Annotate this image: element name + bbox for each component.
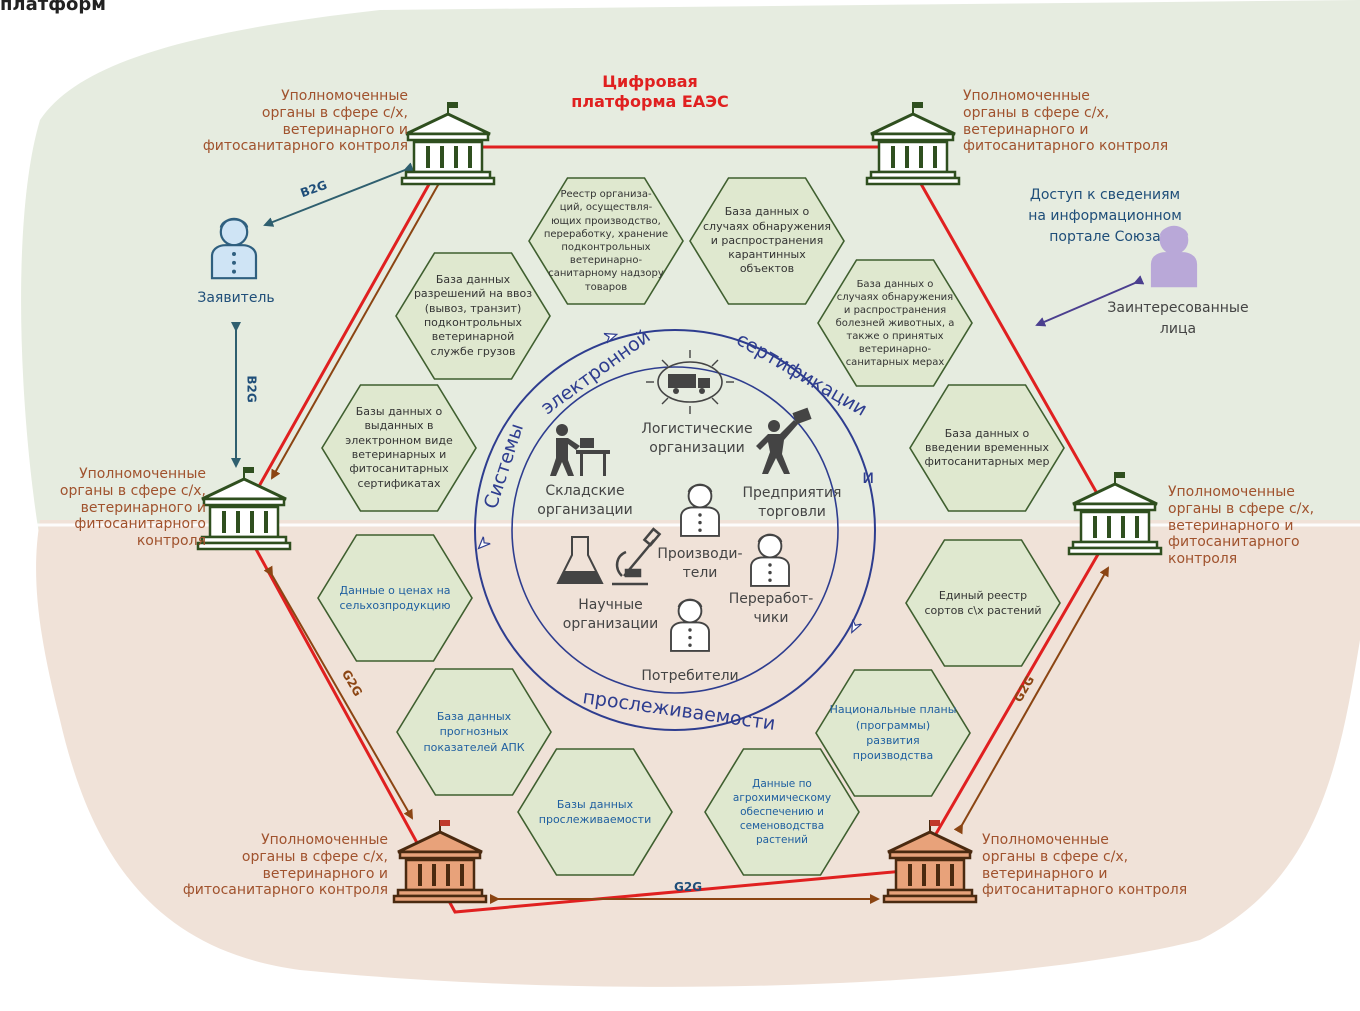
hex-text-10: Национальные планы (программы) развития … [829,703,957,763]
authority-building-icon-bottom-right [882,820,978,904]
warehouse-worker-icon [550,424,610,476]
authority-building-icon-bottom-left [392,820,488,904]
participant-processors: Переработ- чики [728,591,814,626]
participant-science: Научные организации [562,597,659,632]
microscope-icon [612,527,662,586]
authority-building-icon-mid-left [196,467,292,551]
consumer-person-icon [670,598,710,652]
g2g-label-bottom: G2G [674,880,703,894]
g2g-arrow-right [953,566,1109,835]
hex-text-4: База данных о случаях обнаружения и расп… [835,278,955,368]
database-hexagon-2 [689,177,845,305]
database-hexagon-11 [517,748,673,876]
participant-warehouse: Складские организации [537,483,633,518]
authority-label-top-right: Уполномоченные органы в сфере с/х, ветер… [963,88,1169,155]
inner-ring [511,366,839,694]
authority-building-icon-mid-right [1067,472,1163,556]
database-hexagon-6 [909,384,1065,512]
applicant-person-icon [210,217,258,280]
participant-producers: Производи- тели [657,546,743,581]
database-hexagon-9 [396,668,552,796]
database-hexagon-12 [704,748,860,876]
authority-building-icon-top-left [400,102,496,186]
access-note-label: Доступ к сведениям на информационном пор… [1028,187,1182,245]
authority-label-mid-left: Уполномоченные органы в сфере с/х, ветер… [59,466,206,550]
database-hexagon-3 [395,252,551,380]
g2g-arrow-left-bottom [263,565,413,820]
interested-arrow [1035,275,1145,327]
interested-person-icon [1150,225,1198,288]
ring-word-4: и [862,466,874,488]
hex-text-7: Данные о ценах на сельхозпродукцию [339,583,451,612]
b2g-arrow-top [263,162,415,227]
participant-logistics: Логистические организации [641,421,753,456]
hex-text-9: База данных прогнозных показателей АПК [423,709,525,754]
authority-label-mid-right: Уполномоченные органы в сфере с/х, ветер… [1168,484,1315,568]
database-hexagon-4 [817,259,973,387]
header-fragment: платформ [0,0,107,15]
truck-icon [646,350,734,414]
hex-text-2: База данных о случаях обнаружения и расп… [702,205,832,276]
hex-text-11: Базы данных прослеживаемости [538,797,652,826]
producer-person-icon [680,483,720,537]
background-lower [36,520,1360,987]
g2g-arrow-top-left [271,175,447,480]
authority-label-bottom-left: Уполномоченные органы в сфере с/х, ветер… [182,832,388,899]
participant-consumers: Потребители [641,668,739,684]
hex-text-5: Базы данных о выданных в электронном вид… [345,405,453,490]
database-hexagon-10 [815,669,971,797]
lab-flask-icon [556,536,604,584]
participant-trade: Предприятия торговли [742,485,842,520]
b2g-label-left: B2G [244,375,259,403]
authority-building-icon-top-right [865,102,961,186]
interested-parties-label: Заинтересованные лица [1107,300,1249,337]
hex-text-3: База данных разрешений на ввоз (вывоз, т… [413,273,533,358]
trader-icon [756,407,812,474]
database-hexagon-1 [528,177,684,305]
database-hexagon-8 [905,539,1061,667]
hex-text-6: База данных о введении временных фитосан… [924,426,1050,469]
database-hexagon-7 [317,534,473,662]
platform-label: Цифровая платформа ЕАЭС [571,72,729,111]
hex-text-8: Единый реестр сортов с\х растений [924,588,1042,617]
authority-label-top-left: Уполномоченные органы в сфере с/х, ветер… [202,88,408,155]
database-hexagon-5 [321,384,477,512]
processor-person-icon [750,533,790,587]
hex-text-1: Реестр организа- ций, осуществля- ющих п… [543,189,669,293]
applicant-label: Заявитель [197,290,275,306]
outer-ring [474,329,876,731]
authority-label-bottom-right: Уполномоченные органы в сфере с/х, ветер… [982,832,1188,899]
hex-text-12: Данные по агрохимическому обеспечению и … [732,777,832,847]
